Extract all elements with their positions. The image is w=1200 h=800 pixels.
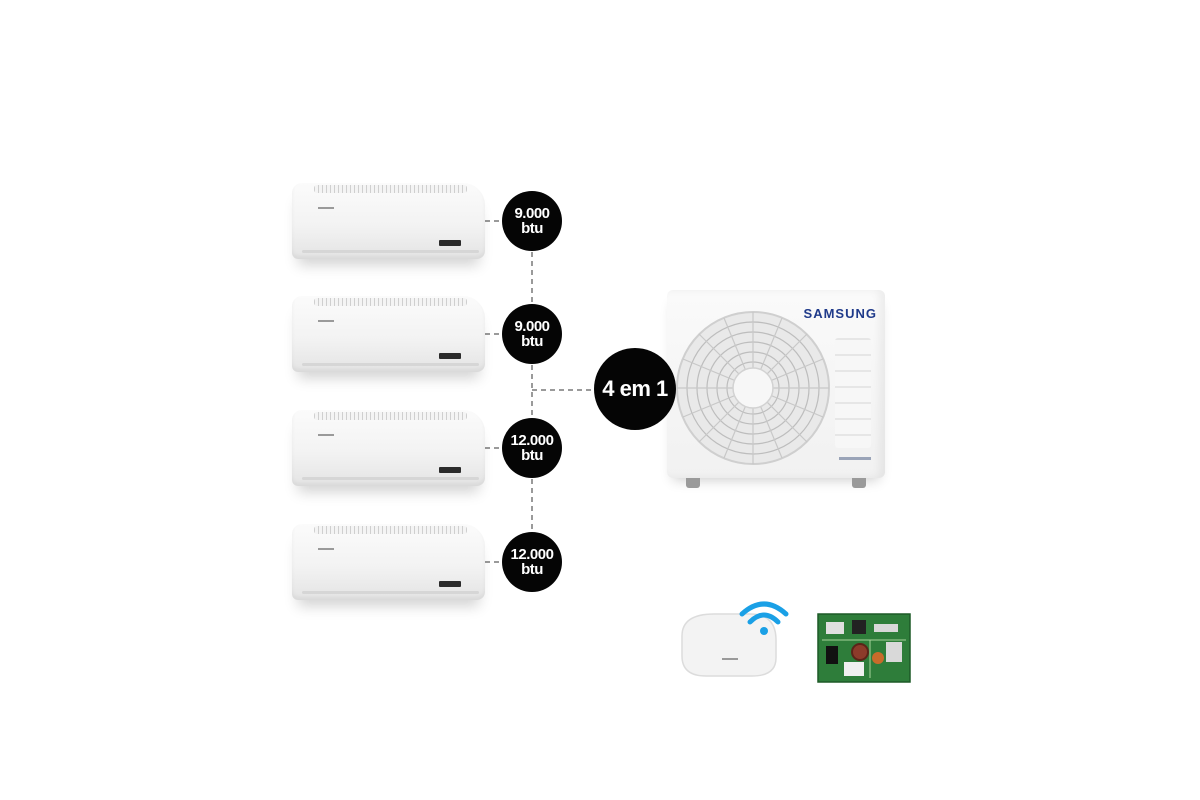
capacity-badge-1: 9.000 btu	[502, 191, 562, 251]
indoor-display	[439, 353, 461, 359]
indoor-unit-2	[292, 296, 485, 372]
indoor-logo	[318, 207, 334, 209]
indoor-unit-4	[292, 524, 485, 600]
indoor-louver	[302, 591, 479, 594]
indoor-louver	[302, 477, 479, 480]
outdoor-foot-right	[852, 478, 866, 488]
combo-badge: 4 em 1	[594, 348, 676, 430]
indoor-unit-3	[292, 410, 485, 486]
wifi-icon	[739, 601, 789, 635]
capacity-badge-2: 9.000 btu	[502, 304, 562, 364]
capacity-unit: btu	[521, 333, 543, 350]
outdoor-side-vents	[835, 338, 871, 448]
indoor-logo	[318, 548, 334, 550]
capacity-badge-4: 12.000 btu	[502, 532, 562, 592]
capacity-value: 9.000	[514, 205, 550, 222]
capacity-value: 12.000	[510, 432, 554, 449]
indoor-logo	[318, 320, 334, 322]
indoor-logo	[318, 434, 334, 436]
outdoor-inverter-label	[839, 457, 871, 460]
outdoor-foot-left	[686, 478, 700, 488]
circuit-board-icon	[817, 613, 911, 683]
indoor-grille	[314, 412, 467, 420]
indoor-grille	[314, 526, 467, 534]
fan-grille-icon	[676, 311, 830, 465]
indoor-grille	[314, 298, 467, 306]
capacity-unit: btu	[521, 220, 543, 237]
capacity-badge-3: 12.000 btu	[502, 418, 562, 478]
indoor-display	[439, 467, 461, 473]
indoor-unit-1	[292, 183, 485, 259]
capacity-value: 9.000	[514, 318, 550, 335]
indoor-display	[439, 581, 461, 587]
indoor-louver	[302, 363, 479, 366]
capacity-unit: btu	[521, 447, 543, 464]
brand-logo: SAMSUNG	[803, 306, 877, 321]
capacity-unit: btu	[521, 561, 543, 578]
outdoor-unit: SAMSUNG	[667, 290, 885, 478]
capacity-value: 12.000	[510, 546, 554, 563]
wifi-module	[681, 613, 777, 677]
indoor-display	[439, 240, 461, 246]
indoor-louver	[302, 250, 479, 253]
indoor-grille	[314, 185, 467, 193]
